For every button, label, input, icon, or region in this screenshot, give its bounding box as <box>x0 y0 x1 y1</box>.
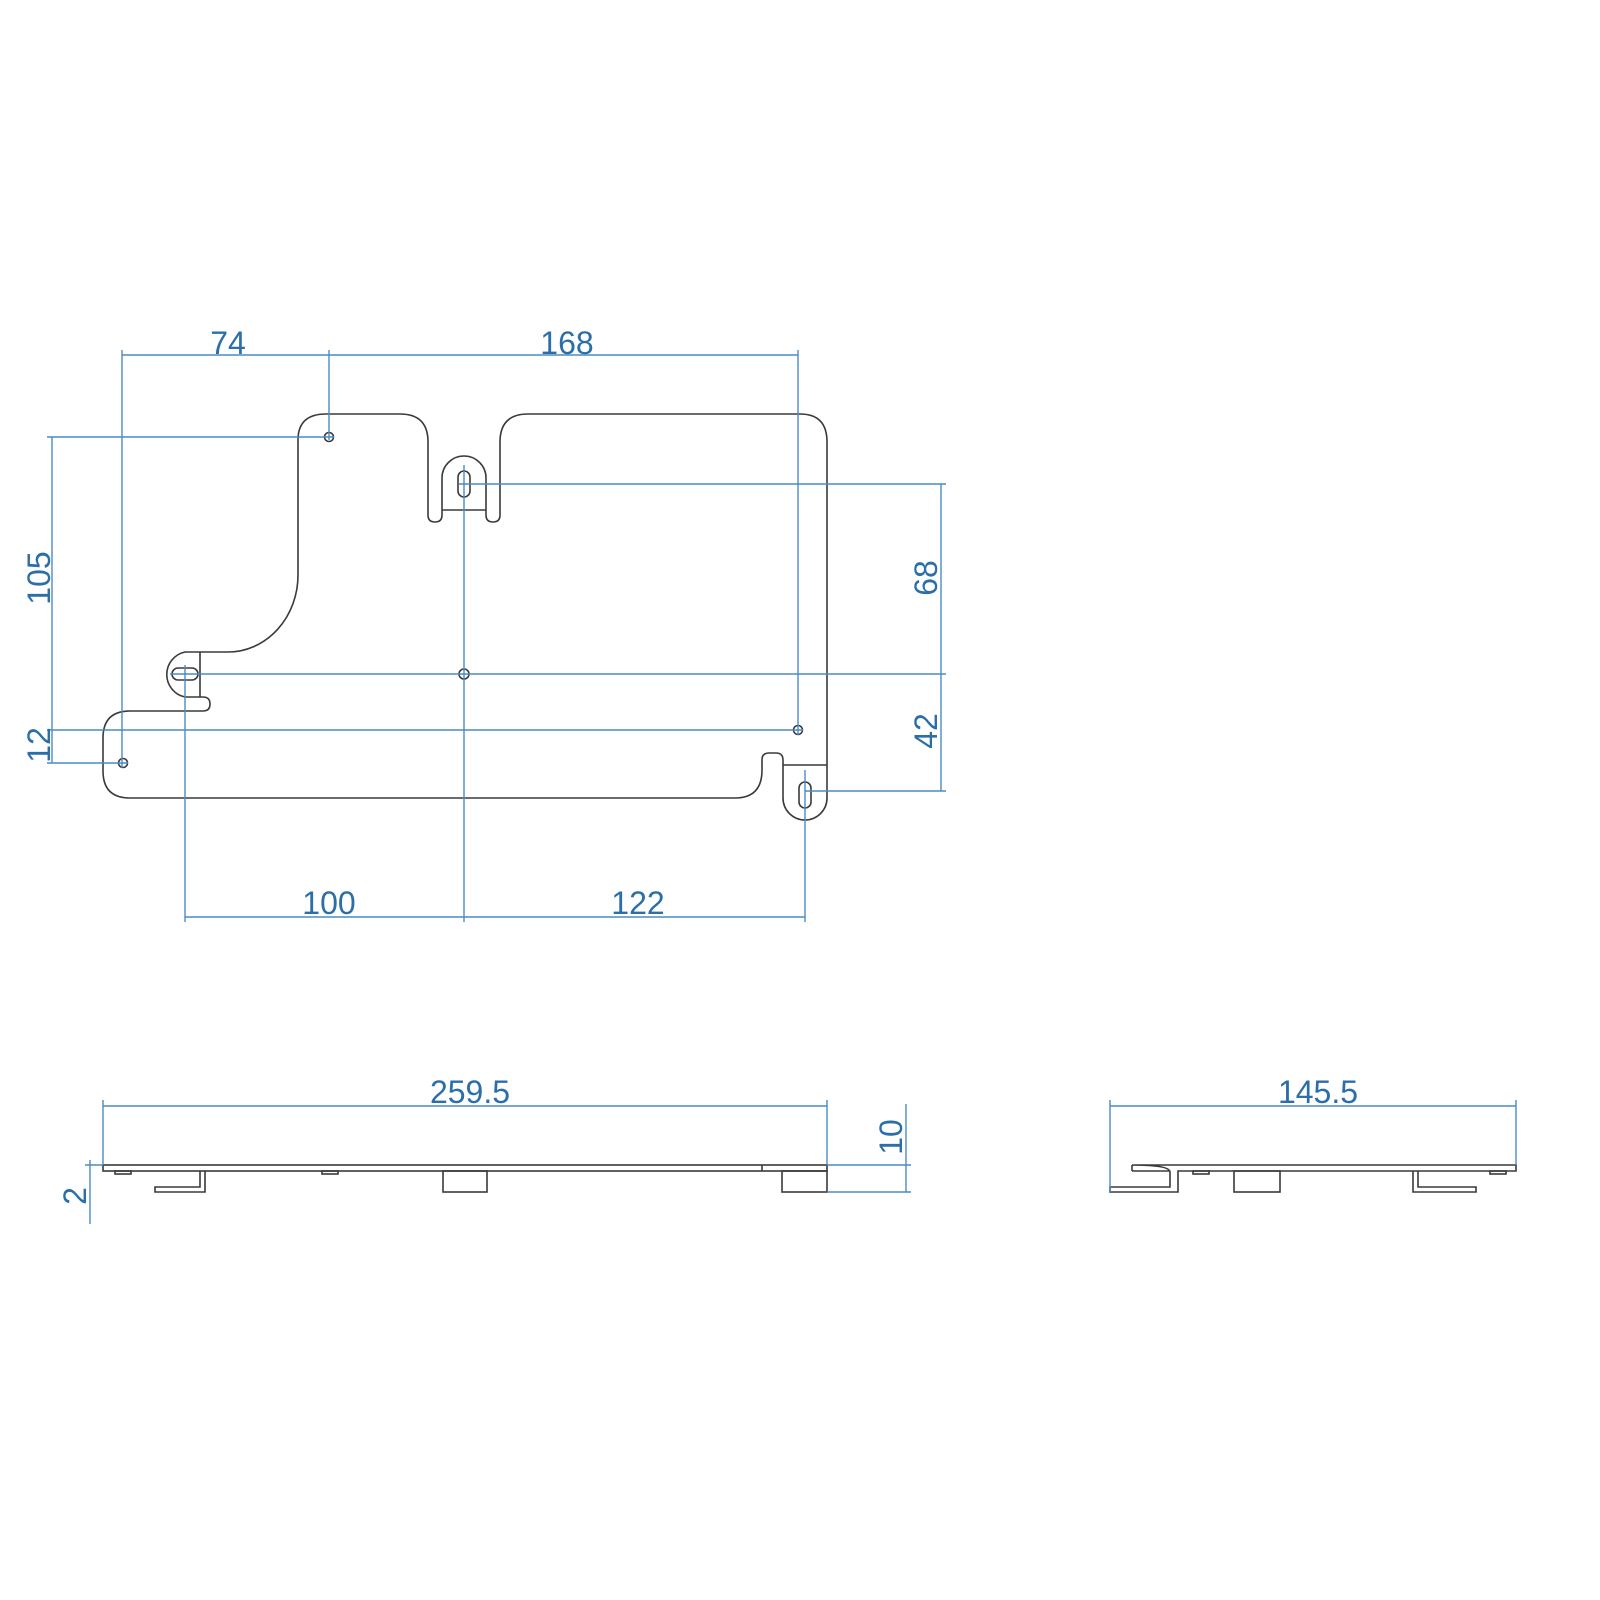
bracket-profile <box>154 1171 206 1193</box>
dim-68: 68 <box>908 560 944 596</box>
top-view: 74 168 105 12 68 42 100 122 <box>21 325 946 922</box>
dim-145-5: 145.5 <box>1278 1074 1358 1110</box>
front-side-view: 259.5 10 2 <box>57 1074 911 1224</box>
dim-42: 42 <box>908 713 944 749</box>
dim-2: 2 <box>57 1187 93 1205</box>
tab-profile <box>1233 1170 1281 1193</box>
dim-12: 12 <box>21 727 57 763</box>
extension-lines <box>47 350 946 922</box>
end-side-view: 145.5 <box>1109 1074 1517 1193</box>
dim-100: 100 <box>302 885 355 921</box>
tab-profile <box>442 1170 488 1193</box>
plate-outline <box>102 413 828 821</box>
plate-profile <box>1109 1164 1517 1193</box>
bracket-profile <box>1412 1171 1477 1193</box>
dim-105: 105 <box>21 551 57 604</box>
dim-122: 122 <box>611 885 664 921</box>
dim-168: 168 <box>540 325 593 361</box>
dim-74: 74 <box>210 325 246 361</box>
dim-10: 10 <box>873 1119 909 1155</box>
dim-259-5: 259.5 <box>430 1074 510 1110</box>
tab-profile <box>781 1170 828 1193</box>
dimension-lines <box>51 354 942 918</box>
